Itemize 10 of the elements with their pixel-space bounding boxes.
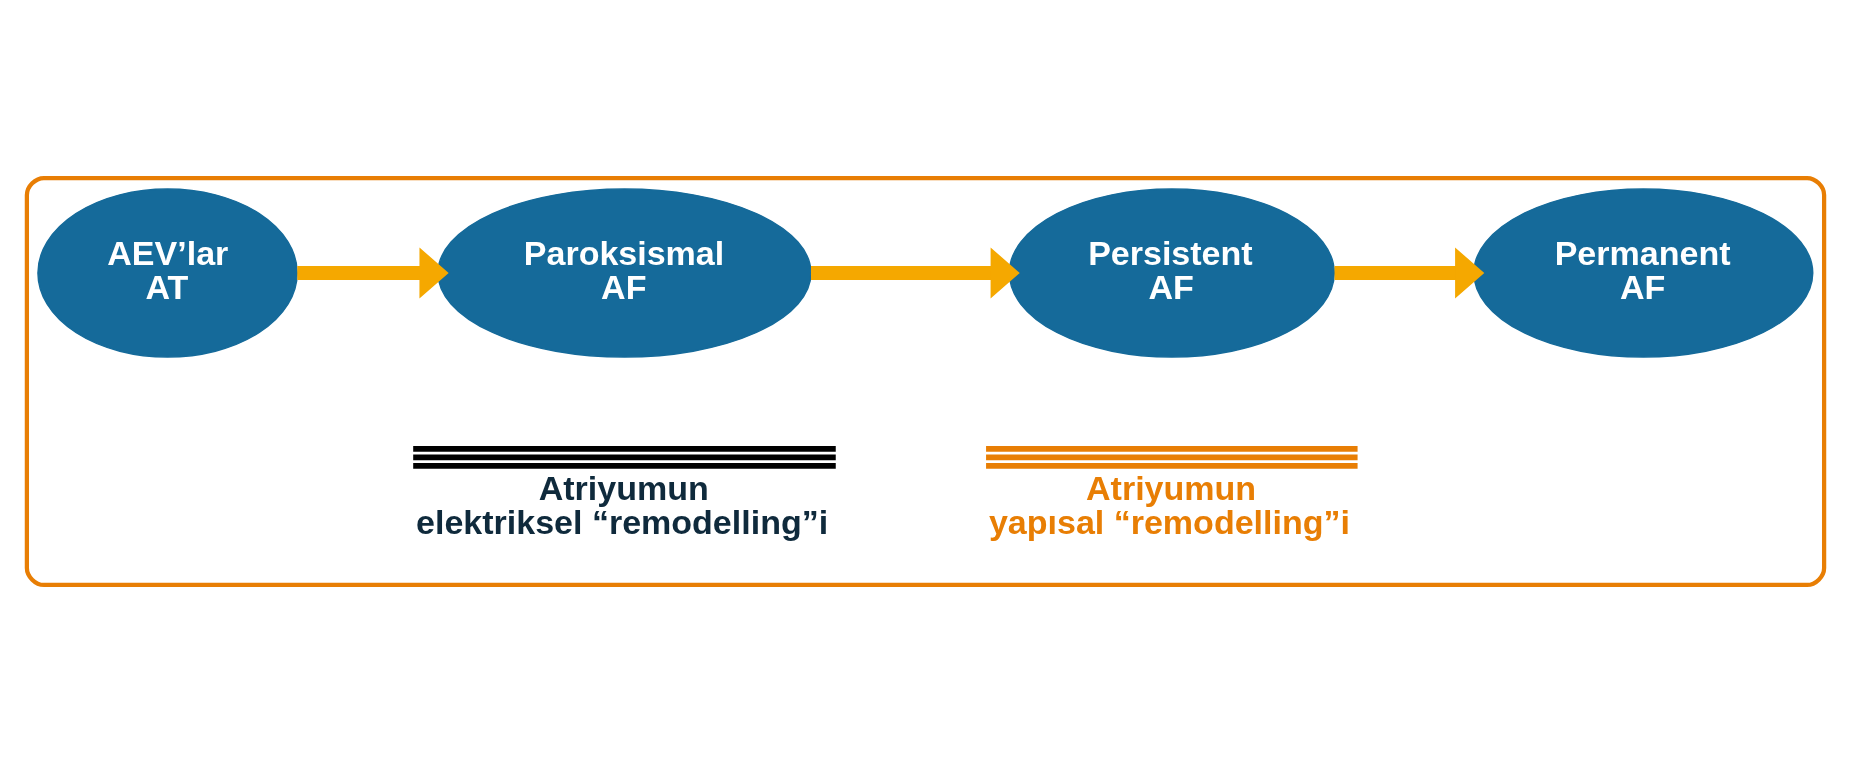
node-ellipse: Permanent AF	[1472, 188, 1813, 358]
label: Atriyumun yapısal “remodelling”i	[988, 469, 1350, 542]
node-ellipse: Persistent AF	[1008, 188, 1335, 358]
arrow	[810, 247, 1020, 299]
node-ellipse: Paroksismal AF	[436, 188, 812, 358]
label: Atriyumun elektriksel “remodelling”i	[415, 469, 828, 542]
arrow	[296, 247, 449, 299]
node-ellipse: AEV’lar AT	[36, 188, 298, 358]
cluster	[24, 175, 1826, 588]
arrow	[1334, 247, 1484, 299]
